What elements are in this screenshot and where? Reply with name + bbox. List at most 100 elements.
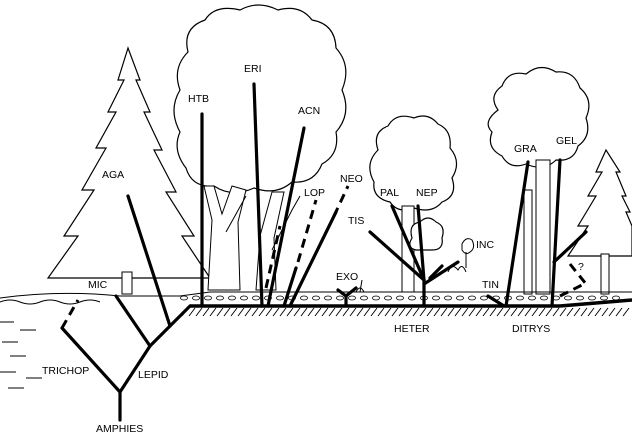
hatch-line: [539, 308, 545, 316]
hatch-line: [623, 308, 629, 316]
hatch-line: [595, 308, 601, 316]
pebble: [205, 296, 212, 300]
hatch-line: [420, 308, 426, 316]
hatch-line: [553, 308, 559, 316]
label-htb: HTB: [188, 93, 209, 105]
hatch-line: [532, 308, 538, 316]
hatch-line: [238, 308, 244, 316]
pebble: [193, 296, 200, 300]
hatch-line: [567, 308, 573, 316]
hatch-line: [588, 308, 594, 316]
hatch-line: [189, 308, 195, 316]
pebble: [373, 296, 380, 300]
hatch-line: [525, 308, 531, 316]
hatch-line: [462, 308, 468, 316]
hatch-line: [294, 308, 300, 316]
label-aga: AGA: [102, 169, 124, 181]
hatch-line: [350, 308, 356, 316]
label-nep: NEP: [416, 187, 438, 199]
label-heter: HETER: [394, 323, 430, 335]
hatch-line: [252, 308, 258, 316]
label-lepid: LEPID: [138, 369, 169, 381]
hatch-line: [308, 308, 314, 316]
hatch-line: [259, 308, 265, 316]
pebble: [361, 296, 368, 300]
hatch-line: [574, 308, 580, 316]
label-neo: NEO: [340, 173, 363, 185]
hatch-line: [413, 308, 419, 316]
pebble: [325, 296, 332, 300]
pebble: [445, 296, 452, 300]
hatch-line: [602, 308, 608, 316]
hatch-line: [490, 308, 496, 316]
hatch-line: [504, 308, 510, 316]
label-inc: INC: [476, 239, 495, 251]
hatch-line: [399, 308, 405, 316]
hatch-line: [343, 308, 349, 316]
label-question-mark: ?: [578, 261, 584, 273]
pebble: [409, 296, 416, 300]
pebble: [541, 296, 548, 300]
pebble: [313, 296, 320, 300]
pebble: [241, 296, 248, 300]
pebble: [301, 296, 308, 300]
pebble: [577, 296, 584, 300]
pebble: [457, 296, 464, 300]
hatch-line: [364, 308, 370, 316]
label-exo: EXO: [336, 271, 358, 283]
pebble: [589, 296, 596, 300]
hatch-line: [616, 308, 622, 316]
pebble: [565, 296, 572, 300]
hatch-line: [385, 308, 391, 316]
label-acn: ACN: [298, 105, 320, 117]
hatch-line: [371, 308, 377, 316]
hatch-line: [560, 308, 566, 316]
hatch-line: [476, 308, 482, 316]
hatch-line: [301, 308, 307, 316]
hatch-line: [322, 308, 328, 316]
label-lop: LOP: [304, 187, 325, 199]
pebble: [529, 296, 536, 300]
hatch-line: [196, 308, 202, 316]
hatch-line: [483, 308, 489, 316]
hatch-line: [448, 308, 454, 316]
pebble: [397, 296, 404, 300]
label-amphies: AMPHIES: [96, 423, 143, 435]
pebble: [433, 296, 440, 300]
pebble: [385, 296, 392, 300]
hatch-line: [210, 308, 216, 316]
hatch-line: [581, 308, 587, 316]
label-trichop: TRICHOP: [42, 365, 89, 377]
label-tin: TIN: [482, 279, 499, 291]
label-mic: MIC: [88, 279, 108, 291]
pebble: [601, 296, 608, 300]
pebble: [181, 296, 188, 300]
hatch-line: [217, 308, 223, 316]
hatch-line: [511, 308, 517, 316]
pebble: [277, 296, 284, 300]
pebble: [229, 296, 236, 300]
hatch-line: [378, 308, 384, 316]
hatch-line: [406, 308, 412, 316]
pebble: [349, 296, 356, 300]
hatch-line: [273, 308, 279, 316]
hatch-line: [427, 308, 433, 316]
hatch-line: [357, 308, 363, 316]
label-pal: PAL: [380, 187, 399, 199]
pebble: [337, 296, 344, 300]
deciduous-tree-right: [488, 67, 589, 294]
hatch-line: [224, 308, 230, 316]
hatch-line: [287, 308, 293, 316]
hatch-line: [280, 308, 286, 316]
hatch-line: [546, 308, 552, 316]
hatch-line: [392, 308, 398, 316]
pebble: [469, 296, 476, 300]
label-eri: ERI: [244, 63, 262, 75]
label-ditrys: DITRYS: [512, 323, 550, 335]
label-gel: GEL: [556, 135, 577, 147]
hatch-line: [497, 308, 503, 316]
hatch-line: [469, 308, 475, 316]
hatch-line: [518, 308, 524, 316]
